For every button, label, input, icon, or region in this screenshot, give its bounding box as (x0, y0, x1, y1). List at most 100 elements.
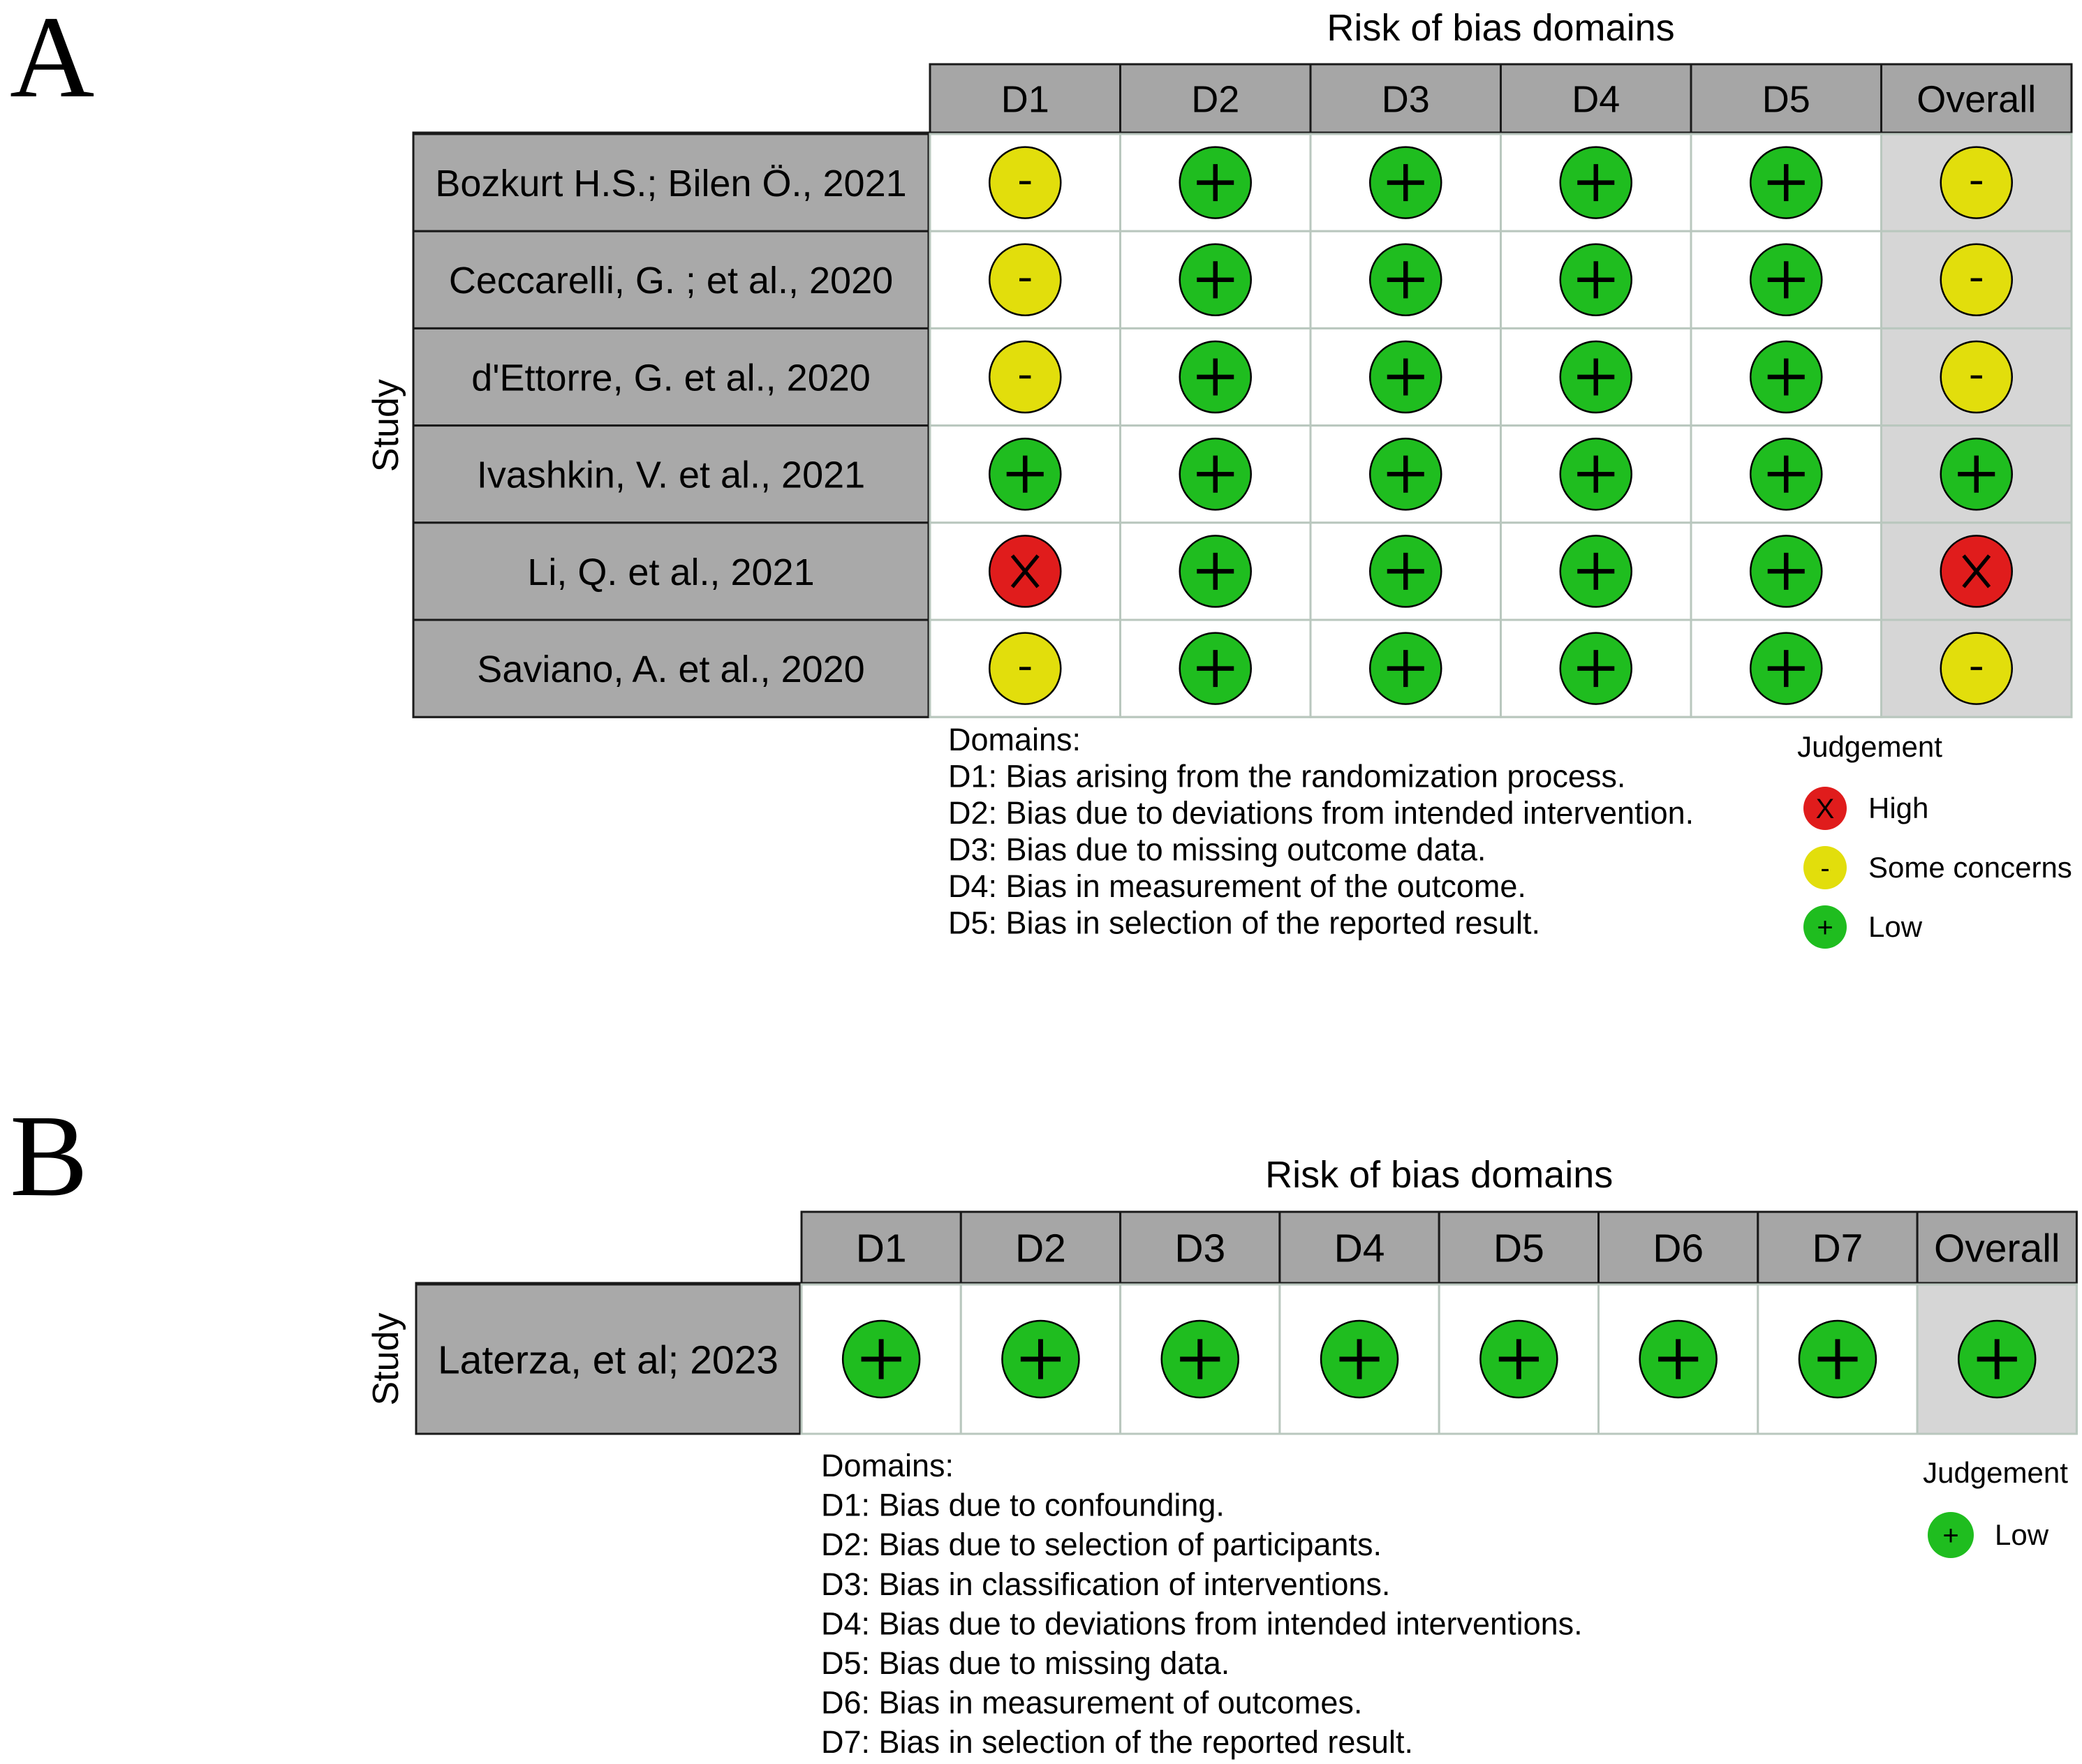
panel-a-legend-label-low: Low (1868, 910, 1923, 943)
panel-b-judgement-d2-plus-glyph (1020, 1339, 1061, 1379)
panel-a-judgement-d4-plus-glyph (1577, 358, 1615, 396)
panel-a-legend-symbol-some: - (1820, 853, 1829, 884)
panel-b-judgement-d3-plus-glyph (1180, 1339, 1220, 1379)
panel-a-legend-swatch-high (1803, 787, 1847, 830)
panel-a-judgement-d5-plus-glyph (1767, 164, 1805, 202)
panel-a-study-cell (412, 327, 930, 427)
panel-a-y-axis-label: Study (366, 379, 406, 472)
panel-a-judgement-d3-plus-glyph (1387, 650, 1424, 688)
panel-a-judgement-d2-plus-glyph (1197, 552, 1234, 590)
panel-a-domain-description: D1: Bias arising from the randomization … (948, 759, 1625, 794)
panel-b-judgement-d5-plus-glyph (1498, 1339, 1539, 1379)
panel-a-judgement-d5-plus-glyph (1767, 650, 1805, 688)
panel-a-domain-description: D2: Bias due to deviations from intended… (948, 795, 1694, 831)
panel-b-title: Risk of bias domains (1265, 1154, 1613, 1196)
panel-b-header-cell-d6 (1597, 1210, 1759, 1284)
panel-b-judgement-overall-plus-glyph (1977, 1339, 2017, 1379)
panel-b-legend-item: + Low (1928, 1512, 2049, 1558)
panel-a-judgement-d2-plus-glyph (1197, 164, 1234, 202)
panel-a-header-cell-d2 (1119, 63, 1312, 134)
panel-a-study-cell (412, 133, 930, 232)
panel-b-domains-title: Domains: (821, 1448, 954, 1483)
panel-b-judgement-d6-plus-glyph (1658, 1339, 1699, 1379)
panel-a-judgement-overall-x-glyph (1962, 554, 1991, 588)
panel-a-judgement-d4-plus-glyph (1577, 650, 1615, 688)
panel-a-legend-title: Judgement (1797, 730, 1942, 763)
panel-b-letter: B (10, 1091, 88, 1221)
panel-b-header-label-overall: Overall (1934, 1226, 2060, 1271)
panel-a-header-label-d3: D3 (1382, 78, 1430, 120)
panel-b-header-cell-d1 (800, 1210, 962, 1284)
panel-b-grid-frame (800, 1283, 2078, 1435)
panel-a-header-cell-d1 (929, 63, 1121, 134)
panel-b-header-label-d3: D3 (1174, 1226, 1225, 1271)
panel-b-domain-description: D6: Bias in measurement of outcomes. (821, 1685, 1362, 1721)
panel-a-domain-description: D3: Bias due to missing outcome data. (948, 832, 1486, 868)
panel-a-study-label: d'Ettorre, G. et al., 2020 (471, 357, 871, 399)
panel-b-judgement-d4-plus-glyph (1339, 1339, 1380, 1379)
panel-a-study-label: Ivashkin, V. et al., 2021 (477, 454, 865, 496)
panel-b-study-cell (415, 1283, 802, 1435)
panel-a-study-label: Li, Q. et al., 2021 (527, 551, 814, 593)
panel-b-legend-swatch-low (1928, 1512, 1974, 1558)
panel-a-study-label: Bozkurt H.S.; Bilen Ö., 2021 (435, 163, 906, 205)
panel-b-judgement-d7-plus-glyph (1817, 1339, 1858, 1379)
panel-a-domain-description: D4: Bias in measurement of the outcome. (948, 868, 1526, 904)
panel-a-judgement-d4-plus-glyph (1577, 552, 1615, 590)
panel-b-header-cell-d7 (1757, 1210, 1919, 1284)
panel-b-judgement-d1-plus-glyph (861, 1339, 901, 1379)
panel-b-domain-description: D2: Bias due to selection of participant… (821, 1527, 1382, 1562)
panel-a-judgement-d1-x-glyph (1010, 554, 1040, 588)
panel-a-judgement-d3-plus-glyph (1387, 552, 1424, 590)
panel-a-legend-item: - Some concerns (1803, 846, 2072, 889)
panel-a-judgement-d5-plus-glyph (1767, 358, 1805, 396)
panel-b-legend-label-low: Low (1995, 1518, 2049, 1551)
panel-a-domain-description: D5: Bias in selection of the reported re… (948, 905, 1540, 941)
panel-b-header-label-d1: D1 (856, 1226, 907, 1271)
panel-a-row: Ceccarelli, G. ; et al., 2020 (412, 230, 2073, 329)
panel-b-legend-symbol-low: + (1942, 1520, 1958, 1551)
panel-a-row: Saviano, A. et al., 2020 (412, 618, 2073, 718)
panel-a-header-label-d2: D2 (1191, 78, 1239, 120)
panel-a-grid-frame (929, 133, 2073, 718)
panel-b-header-label-d5: D5 (1493, 1226, 1544, 1271)
panel-a-row: Bozkurt H.S.; Bilen Ö., 2021 (412, 133, 2073, 232)
panel-a-judgement-d4-plus-glyph (1577, 164, 1615, 202)
panel-a-header-label-d4: D4 (1572, 78, 1620, 120)
panel-a-header-cell-d5 (1690, 63, 1882, 134)
panel-b-header-cell-d5 (1438, 1210, 1600, 1284)
panel-b-domain-description: D7: Bias in selection of the reported re… (821, 1724, 1413, 1760)
panel-a-judgement-d3-plus-glyph (1387, 261, 1424, 299)
panel-b-header-cell-overall (1916, 1210, 2078, 1284)
panel-a-judgement-d2-plus-glyph (1197, 261, 1234, 299)
panel-a-row: d'Ettorre, G. et al., 2020 (412, 327, 2073, 427)
panel-a-judgement-d2-plus-glyph (1197, 455, 1234, 493)
panel-b-domain-description: D3: Bias in classification of interventi… (821, 1566, 1390, 1602)
panel-a-study-cell (412, 618, 930, 718)
panel-a-header-cell-d3 (1309, 63, 1502, 134)
panel-a-judgement-d5-plus-glyph (1767, 455, 1805, 493)
panel-a-legend-swatch-low (1803, 905, 1847, 949)
panel-a-judgement-d2-plus-glyph (1197, 650, 1234, 688)
panel-a-judgement-overall-plus-glyph (1958, 455, 1995, 493)
panel-b-row: Laterza, et al; 2023 (415, 1283, 2078, 1435)
panel-a-study-cell (412, 424, 930, 524)
panel-a-judgement-d5-plus-glyph (1767, 552, 1805, 590)
panel-a-legend-item: +Low (1803, 905, 1923, 949)
panel-a-legend-label-high: High (1868, 792, 1928, 824)
panel-b-domain-description: D1: Bias due to confounding. (821, 1488, 1225, 1523)
panel-a-row: Ivashkin, V. et al., 2021 (412, 424, 2073, 524)
panel-b-legend-title: Judgement (1923, 1456, 2068, 1489)
panel-a-judgement-d3-plus-glyph (1387, 358, 1424, 396)
panel-a-title: Risk of bias domains (1327, 7, 1674, 49)
panel-a-legend-label-some: Some concerns (1868, 851, 2072, 884)
panel-a-letter: A (10, 0, 94, 122)
panel-a-judgement-d1-plus-glyph (1006, 455, 1044, 493)
panel-a-header-cell-overall (1880, 63, 2073, 134)
panel-b-header-label-d7: D7 (1812, 1226, 1863, 1271)
panel-b-domain-description: D5: Bias due to missing data. (821, 1645, 1230, 1681)
panel-a-legend-swatch-some (1803, 846, 1847, 889)
panel-b-study-label: Laterza, et al; 2023 (438, 1338, 778, 1383)
